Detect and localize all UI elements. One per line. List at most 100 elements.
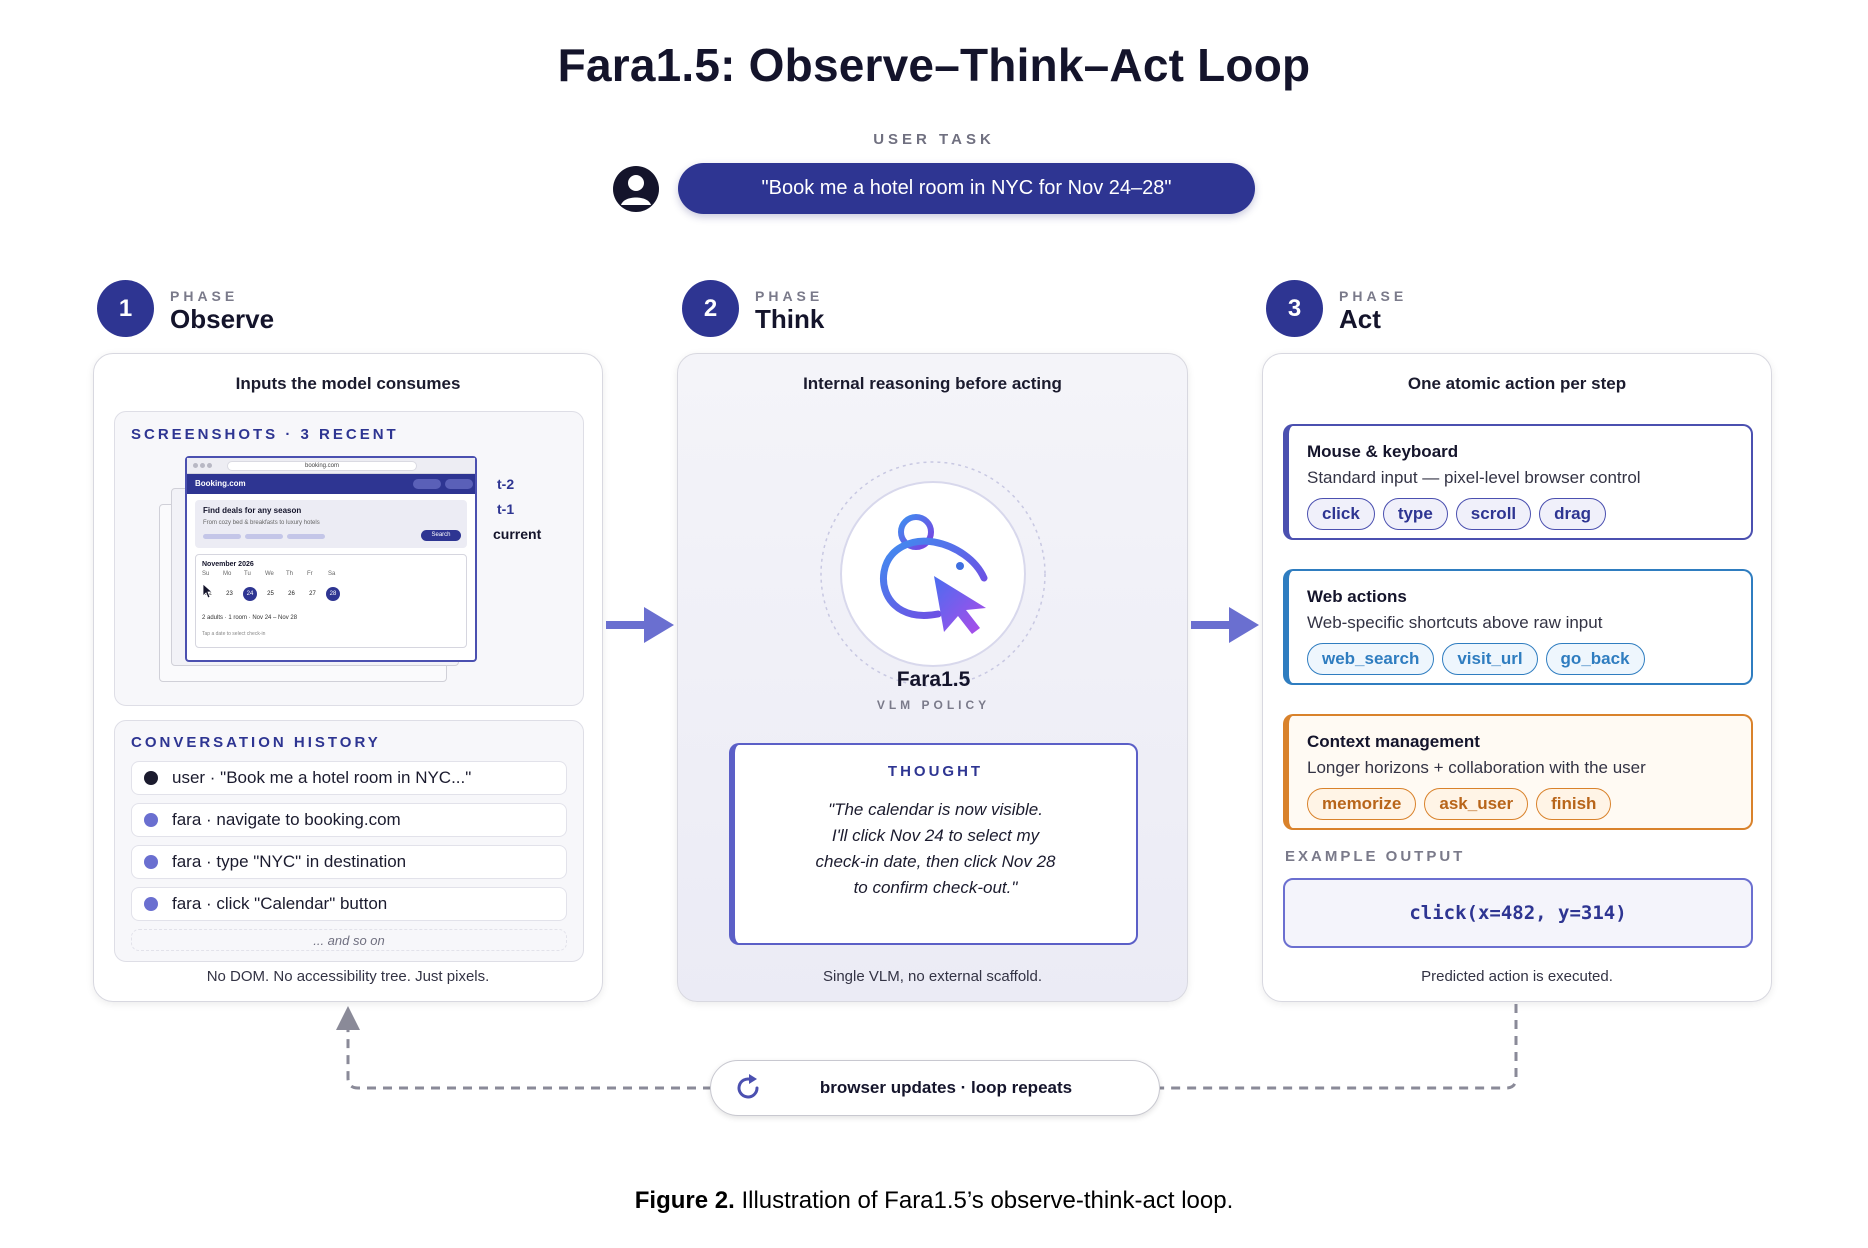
- act-heading: One atomic action per step: [1407, 374, 1627, 393]
- arrow-think-to-act: [1191, 607, 1259, 643]
- thought-label: THOUGHT: [887, 763, 984, 780]
- user-task-pill: "Book me a hotel room in NYC for Nov 24–…: [678, 163, 1255, 214]
- action-chip-type: type: [1382, 498, 1448, 530]
- phase-2-number: 2: [682, 280, 739, 337]
- think-heading: Internal reasoning before acting: [803, 374, 1062, 393]
- calendar-day: 25: [267, 591, 274, 597]
- calendar-day: 23: [226, 591, 233, 597]
- category-title: Mouse & keyboard: [1307, 442, 1459, 461]
- chip-row: memorize ask_user finish: [1307, 788, 1619, 820]
- category-context-management: Context management Longer horizons + col…: [1283, 714, 1753, 830]
- search-button: Search: [421, 530, 461, 541]
- action-chip-drag: drag: [1539, 498, 1606, 530]
- chip-row: click type scroll drag: [1307, 498, 1614, 530]
- user-avatar-icon: [613, 166, 659, 212]
- observe-panel: Inputs the model consumes SCREENSHOTS · …: [93, 353, 603, 1002]
- thought-text: "The calendar is now visible. I'll click…: [735, 797, 1136, 901]
- history-more: ... and so on: [131, 929, 567, 951]
- browser-chrome: booking.com: [187, 458, 475, 474]
- weekday: Su: [202, 571, 210, 577]
- header-button: [413, 479, 441, 489]
- calendar-month: November 2026: [202, 561, 254, 568]
- thought-box: THOUGHT "The calendar is now visible. I'…: [729, 743, 1138, 945]
- category-desc: Web-specific shortcuts above raw input: [1307, 613, 1603, 632]
- act-footer: Predicted action is executed.: [1421, 968, 1613, 985]
- action-chip-web-search: web_search: [1307, 643, 1435, 675]
- loop-text: browser updates · loop repeats: [819, 1078, 1073, 1097]
- weekday: Fr: [307, 571, 313, 577]
- think-footer: Single VLM, no external scaffold.: [822, 968, 1043, 985]
- category-web-actions: Web actions Web-specific shortcuts above…: [1283, 569, 1753, 685]
- conversation-box: CONVERSATION HISTORY user · "Book me a h…: [114, 720, 584, 962]
- phase-3-word: PHASE: [1339, 288, 1408, 304]
- action-chip-visit-url: visit_url: [1442, 643, 1538, 675]
- hero-field: [287, 534, 325, 539]
- hero-title: Find deals for any season: [203, 506, 302, 515]
- time-label-t1: t-1: [497, 501, 515, 517]
- window-dot: [193, 463, 198, 468]
- thought-line: I'll click Nov 24 to select my: [831, 826, 1040, 845]
- time-label-t2: t-2: [497, 476, 515, 492]
- history-text: fara · navigate to booking.com: [172, 810, 401, 829]
- model-name: Fara1.5: [896, 668, 971, 691]
- thought-line: to confirm check-out.": [853, 878, 1018, 897]
- action-chip-ask-user: ask_user: [1424, 788, 1529, 820]
- site-logo: Booking.com: [195, 479, 246, 488]
- phase-3-number: 3: [1266, 280, 1323, 337]
- history-text: user · "Book me a hotel room in NYC...": [172, 768, 472, 787]
- user-dot-icon: [144, 771, 158, 785]
- caption-text: Illustration of Fara1.5’s observe-think-…: [734, 1187, 1234, 1214]
- guests-summary: 2 adults · 1 room · Nov 24 – Nov 28: [202, 615, 298, 621]
- example-output-label: EXAMPLE OUTPUT: [1285, 848, 1466, 865]
- history-row-fara: fara · type "NYC" in destination: [131, 845, 567, 879]
- screenshots-box: SCREENSHOTS · 3 RECENT booking.com Booki…: [114, 411, 584, 706]
- hero-section: Find deals for any season From cozy bed …: [195, 500, 467, 548]
- site-header: Booking.com: [187, 474, 475, 494]
- weekday: Th: [286, 571, 294, 577]
- weekday: We: [265, 571, 274, 577]
- model-subtitle: VLM POLICY: [876, 698, 991, 712]
- action-chip-go-back: go_back: [1545, 643, 1645, 675]
- time-label-current: current: [493, 526, 542, 542]
- action-chip-scroll: scroll: [1455, 498, 1532, 530]
- caption-label: Figure 2.: [634, 1187, 735, 1214]
- thought-line: check-in date, then click Nov 28: [815, 852, 1056, 871]
- chip-row: web_search visit_url go_back: [1307, 643, 1653, 675]
- phase-3-name: Act: [1339, 304, 1381, 334]
- thought-line: "The calendar is now visible.: [828, 800, 1043, 819]
- fara-dot-icon: [144, 897, 158, 911]
- phase-2-word: PHASE: [755, 288, 824, 304]
- example-output-box: click(x=482, y=314): [1283, 878, 1753, 948]
- history-text: fara · click "Calendar" button: [172, 894, 388, 913]
- hero-field: [245, 534, 283, 539]
- window-dot: [200, 463, 205, 468]
- mouse-cursor-icon: [202, 583, 214, 599]
- action-chip-click: click: [1307, 498, 1375, 530]
- think-panel: Internal reasoning before acting Fara1.5…: [677, 353, 1188, 1002]
- fara-dot-icon: [144, 855, 158, 869]
- phase-1-word: PHASE: [170, 288, 239, 304]
- observe-footer: No DOM. No accessibility tree. Just pixe…: [206, 968, 490, 985]
- loop-connector: [336, 1004, 1518, 1090]
- calendar-day: 27: [309, 591, 316, 597]
- action-chip-finish: finish: [1536, 788, 1612, 820]
- category-title: Web actions: [1307, 587, 1407, 606]
- refresh-icon: [737, 1074, 759, 1099]
- fara-dot-icon: [144, 813, 158, 827]
- weekday: Mo: [223, 571, 232, 577]
- calendar-widget: November 2026 Su Mo Tu We Th Fr Sa 22 23…: [195, 554, 467, 648]
- header-button: [445, 479, 473, 489]
- screenshot-current: booking.com Booking.com Find deals for a…: [185, 456, 477, 662]
- phase-1-name: Observe: [170, 304, 275, 334]
- url-bar: booking.com: [227, 461, 417, 471]
- conversation-label: CONVERSATION HISTORY: [131, 734, 381, 751]
- calendar-days: 22 23 24 25 26 27 28: [198, 587, 343, 601]
- category-desc: Standard input — pixel-level browser con…: [1307, 468, 1641, 487]
- model-emblem: [820, 461, 1046, 687]
- category-mouse-keyboard: Mouse & keyboard Standard input — pixel-…: [1283, 424, 1753, 540]
- weekday: Tu: [244, 571, 251, 577]
- screenshots-label: SCREENSHOTS · 3 RECENT: [131, 426, 399, 443]
- hero-subtitle: From cozy bed & breakfasts to luxury hot…: [203, 520, 320, 526]
- weekday: Sa: [328, 571, 336, 577]
- figure-caption: Figure 2. Illustration of Fara1.5’s obse…: [0, 1187, 1868, 1215]
